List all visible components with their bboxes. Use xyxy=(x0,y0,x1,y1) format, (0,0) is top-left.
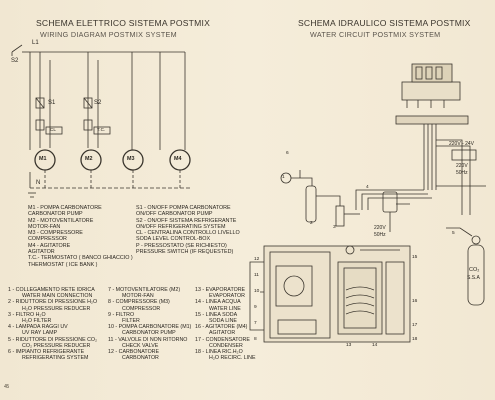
callout-17: 17 xyxy=(412,323,418,328)
callout-12: 12 xyxy=(254,257,260,262)
motor-m4: M4 xyxy=(174,156,182,162)
callout-16: 16 xyxy=(412,299,418,304)
callout-11: 11 xyxy=(254,273,259,278)
component-list-col1: 1 - COLLEGAMENTO RETE IDRICA WATER MAIN … xyxy=(8,287,98,362)
callout-6: 6 xyxy=(286,151,289,156)
callout-3: 3 xyxy=(333,225,336,230)
motor-m2: M2 xyxy=(85,156,93,162)
page-number: 45 xyxy=(4,384,9,390)
label-s1: S1 xyxy=(48,100,56,106)
callout-9: 9 xyxy=(254,305,257,310)
callout-10: 10 xyxy=(254,289,260,294)
label-s2-switch: S2 xyxy=(94,100,102,106)
wiring-subtitle: WIRING DIAGRAM POSTMIX SYSTEM xyxy=(40,30,177,39)
label-220v-b: 220V xyxy=(374,225,386,231)
motor-m1: M1 xyxy=(39,156,47,162)
water-circuit-subtitle: WATER CIRCUIT POSTMIX SYSTEM xyxy=(310,30,441,39)
callout-18: 18 xyxy=(412,337,418,342)
callout-13: 13 xyxy=(346,343,352,348)
component-list-col3: 13 - EVAPORATORE EVAPORATOR 14 - LINEA A… xyxy=(195,287,256,362)
label-50hz: 50Hz xyxy=(456,170,468,176)
label-220-24v: 220V - 24V xyxy=(449,141,475,147)
label-co2: CO₂ xyxy=(469,267,480,273)
callout-14: 14 xyxy=(372,343,378,348)
callout-2: 2 xyxy=(310,221,313,226)
motor-m3: M3 xyxy=(127,156,135,162)
label-tc: T.C. xyxy=(97,127,106,132)
callout-15: 15 xyxy=(412,255,418,260)
wiring-title: SCHEMA ELETTRICO SISTEMA POSTMIX xyxy=(36,18,211,28)
component-list-col2: 7 - MOTOVENTILATORE (M2) MOTOR-FAN 8 - C… xyxy=(108,287,192,362)
label-s2: S2 xyxy=(11,58,19,64)
label-cl: CL xyxy=(50,127,56,132)
label-50hz-b: 50Hz xyxy=(374,232,386,238)
label-ssa: S.S.A xyxy=(467,275,480,281)
legend-col1: M1 - POMPA CARBONATORE CARBONATOR PUMP M… xyxy=(28,205,133,268)
callout-4: 4 xyxy=(366,185,369,190)
label-220v: 220V xyxy=(456,163,468,169)
water-circuit-title: SCHEMA IDRAULICO SISTEMA POSTMIX xyxy=(298,18,471,28)
callout-8: 8 xyxy=(254,337,257,342)
callout-1: 1 xyxy=(282,175,285,180)
callout-7: 7 xyxy=(254,321,257,326)
legend-col2: S1 - ON/OFF POMPA CARBONATORE ON/OFF CAR… xyxy=(136,205,240,256)
callout-5: 5 xyxy=(452,231,455,236)
label-l1: L1 xyxy=(32,40,39,46)
label-n: N xyxy=(36,180,41,186)
